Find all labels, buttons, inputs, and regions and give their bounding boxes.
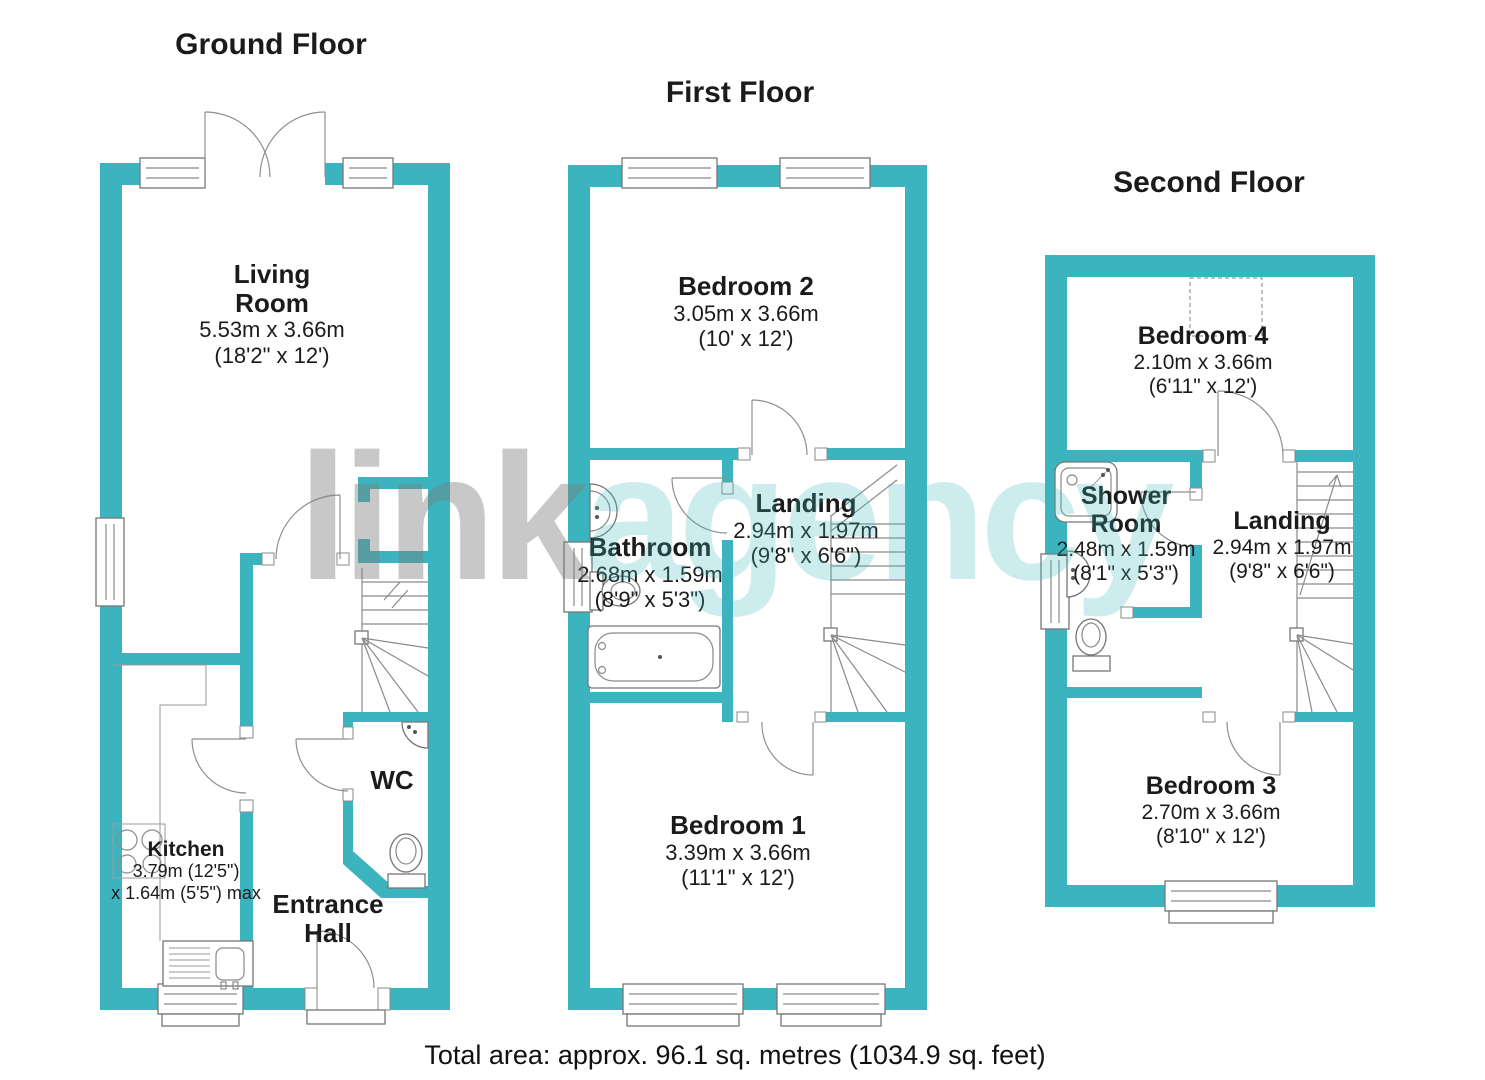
first-stairs bbox=[823, 464, 906, 713]
first-windows bbox=[563, 157, 886, 1027]
label-entrance-hall: Entrance Hall bbox=[272, 889, 384, 948]
shower-room-fixtures bbox=[1054, 461, 1118, 672]
first-floor-title: First Floor bbox=[665, 76, 815, 109]
bathroom-sink bbox=[589, 483, 618, 539]
second-floor-plan bbox=[1040, 255, 1375, 924]
toilet bbox=[389, 833, 423, 873]
second-floor-title: Second Floor bbox=[1113, 166, 1305, 199]
ground-floor-title: Ground Floor bbox=[175, 28, 367, 61]
label-bedroom-1: Bedroom 1 3.39m x 3.66m (11'1" x 12') bbox=[665, 810, 811, 891]
label-living-room: Living Room 5.53m x 3.66m (18'2" x 12') bbox=[199, 259, 345, 368]
label-landing-second: Landing 2.94m x 1.97m (9'8" x 6'6") bbox=[1212, 507, 1352, 583]
label-bathroom: Bathroom 2.68m x 1.59m (8'9" x 5'3") bbox=[577, 532, 723, 613]
front-door-threshold bbox=[306, 1009, 386, 1025]
label-bedroom-4: Bedroom 4 2.10m x 3.66m (6'11" x 12') bbox=[1133, 322, 1273, 398]
kitchen-fixtures bbox=[112, 664, 254, 990]
second-windows bbox=[1040, 277, 1278, 924]
ground-doors bbox=[191, 111, 375, 989]
label-landing-first: Landing 2.94m x 1.97m (9'8" x 6'6") bbox=[733, 488, 879, 569]
second-walls bbox=[1045, 255, 1375, 907]
label-shower-room: Shower Room 2.48m x 1.59m (8'1" x 5'3") bbox=[1056, 482, 1196, 586]
second-stairs bbox=[1289, 462, 1354, 713]
ground-floor-plan bbox=[95, 111, 450, 1027]
ground-stairs bbox=[354, 568, 429, 713]
shower-room-sink bbox=[1066, 550, 1091, 598]
label-bedroom-3: Bedroom 3 2.70m x 3.66m (8'10" x 12') bbox=[1141, 772, 1281, 848]
bath bbox=[587, 625, 721, 689]
hob bbox=[112, 823, 166, 879]
label-kitchen: Kitchen 3.79m (12'5") x 1.64m (5'5") max bbox=[111, 838, 261, 903]
bathroom-fixtures bbox=[587, 483, 721, 689]
wc-fixtures bbox=[387, 721, 429, 889]
second-doors bbox=[1140, 390, 1284, 776]
corner-basin bbox=[401, 721, 429, 749]
restricted-height-area bbox=[1189, 277, 1263, 337]
ground-walls bbox=[100, 163, 450, 1011]
label-bedroom-2: Bedroom 2 3.05m x 3.66m (10' x 12') bbox=[673, 271, 819, 352]
label-wc: WC bbox=[370, 765, 414, 795]
shower-room-toilet bbox=[1075, 618, 1107, 656]
first-walls bbox=[568, 165, 927, 1010]
total-area-text: Total area: approx. 96.1 sq. metres (103… bbox=[424, 1040, 1046, 1070]
first-doors bbox=[671, 399, 814, 776]
ground-windows bbox=[95, 157, 394, 1027]
first-floor-plan bbox=[563, 157, 927, 1027]
